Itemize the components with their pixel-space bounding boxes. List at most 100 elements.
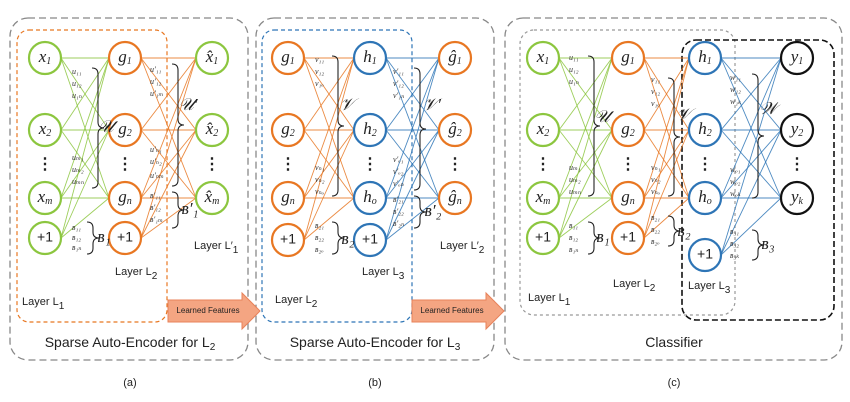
c-h-node-label-2: h2 [698,119,712,139]
label-layer: u₁₁u₁₂u₁ₙuₘ₁uₘ₂uₘₙʙ₁₁ʙ₁₂ʙ₁ₙu′₁₁u′₁₂u′₁ₘu… [22,53,781,389]
b-hidden-node-label-3: ho [363,187,377,207]
a-matrix-u: 𝒰 [98,117,118,136]
a-u-weight-2: u₁₂ [72,79,82,88]
a-input-node-label-2: x2 [38,119,52,139]
c-b2-weight-1: ʙ₂₁ [651,213,660,222]
a-bp-weight-3: ʙ′₁ₘ [150,215,163,224]
a-b-brace [86,221,100,255]
c-g-node-2 [610,112,646,148]
c-u-weight-1: u₁₁ [569,53,579,62]
a-decoder-edge [140,129,197,199]
a-encoder-edge [60,57,110,239]
b-layer-label-2: Layer L3 [362,266,405,282]
c-h-ellipsis: ⋮ [697,156,713,173]
c-v-edge [643,129,690,199]
b-vp-brace [413,67,427,191]
c-w-brace [751,73,765,199]
b-vp-weight-4: v′ₒ₁ [393,155,404,164]
b-hidden-node-3 [352,180,388,216]
c-u-edge [558,129,613,239]
learned-features-arrow-2 [411,291,505,331]
a-bp-brace [171,191,185,229]
b-encoder-edge [303,57,355,241]
b-decoder-edge [385,129,440,199]
c-g-ellipsis: ⋮ [620,156,636,173]
a-b-weight-3: ʙ₁ₙ [72,243,81,252]
a-hidden-node-label-2: g2 [118,119,132,139]
a-matrix-up: 𝒰′ [178,95,198,114]
b-b-weight-1: ʙ₂₁ [315,221,324,230]
b-hidden-node-2 [352,112,388,148]
a-decoder-edge [140,57,197,131]
c-layer-label-1: Layer L1 [528,292,571,308]
c-b3-weight-3: ʙ₃ₖ [730,251,739,260]
a-bp-weight-2: ʙ′₁₂ [150,203,161,212]
c-input-node-label-1: x1 [536,47,550,67]
b-hidden-bias-node [352,222,388,258]
c-b1-weight-3: ʙ₁ₙ [569,245,578,254]
learned-features-label-1: Learned Features [176,306,239,315]
a-input-bias-label: +1 [37,229,53,245]
c-y-ellipsis: ⋮ [789,156,805,173]
b-bp-weight-1: ʙ′₂₁ [393,195,404,204]
c-v-edge [643,197,690,239]
a-decoder-edge [140,197,197,239]
b-input-node-3 [270,180,306,216]
panel-title-b: Sparse Auto-Encoder for L3 [290,334,461,353]
c-b3-weight-2: ʙ₃₂ [730,239,739,248]
b-v-weight-6: vₙₒ [315,187,325,196]
c-b1-brace [587,221,601,255]
b-encoder-edge [303,129,355,199]
a-input-node-2 [27,112,63,148]
b-input-node-2 [270,112,306,148]
a-output-node-label-1: x̂1 [205,47,219,67]
b-v-brace [331,55,345,197]
b-matrix-vp: 𝒱′ [423,95,443,114]
c-b1-weight-2: ʙ₁₂ [569,233,578,242]
c-w-weight-5: wₒ₂ [730,177,741,186]
c-u-edge [558,129,613,199]
a-u-weight-1: u₁₁ [72,67,82,76]
edge-layer [60,57,782,256]
c-input-node-1 [525,40,561,76]
a-u-brace [91,67,105,189]
b-output-node-3 [437,180,473,216]
a-hidden-ellipsis: ⋮ [117,156,133,173]
a-output-node-label-2: x̂2 [205,119,219,139]
c-layer-label-2: Layer L2 [613,278,656,294]
a-hidden-node-3 [107,180,143,216]
c-h-node-label-3: ho [698,187,712,207]
c-v-weight-2: v₁₂ [651,87,660,96]
panel-letter-b: (b) [368,377,381,389]
c-b2-brace [667,215,681,247]
learned-features-arrow-1 [167,291,261,331]
c-bias-b3: ʙ₃ [761,234,774,253]
a-u-weight-6: uₘₙ [72,177,84,186]
a-hidden-bias-label: +1 [117,229,133,245]
b-b-weight-2: ʙ₂₂ [315,233,324,242]
b-v-weight-1: v₁₁ [315,55,324,64]
a-b-weight-1: ʙ₁₁ [72,223,81,232]
c-y-node-label-2: y2 [789,119,804,139]
panel-title-c: Classifier [645,334,703,350]
b-v-weight-5: vₙ₂ [315,175,325,184]
a-up-weight-6: u′ₙₘ [150,171,164,180]
c-w-edge [720,57,782,256]
b-output-node-2 [437,112,473,148]
c-v-brace [667,77,681,197]
c-input-bias-label: +1 [535,229,551,245]
a-decoder-edge [140,57,197,239]
c-y-node-3 [779,180,815,216]
c-layer-label-3: Layer L3 [688,280,731,296]
panel-letter-c: (c) [668,377,681,389]
c-u-edge [558,57,613,131]
c-v-weight-5: vₙ₂ [651,175,661,184]
a-bias-bp1: ʙ′₁ [182,199,199,218]
c-v-edge [643,57,690,199]
b-vp-weight-3: v′₁ₙ [393,91,404,100]
b-v-weight-2: v₁₂ [315,67,324,76]
c-b3-brace [751,229,765,261]
c-y-node-1 [779,40,815,76]
b-vp-weight-2: v′₁₂ [393,79,404,88]
c-input-ellipsis: ⋮ [535,156,551,173]
